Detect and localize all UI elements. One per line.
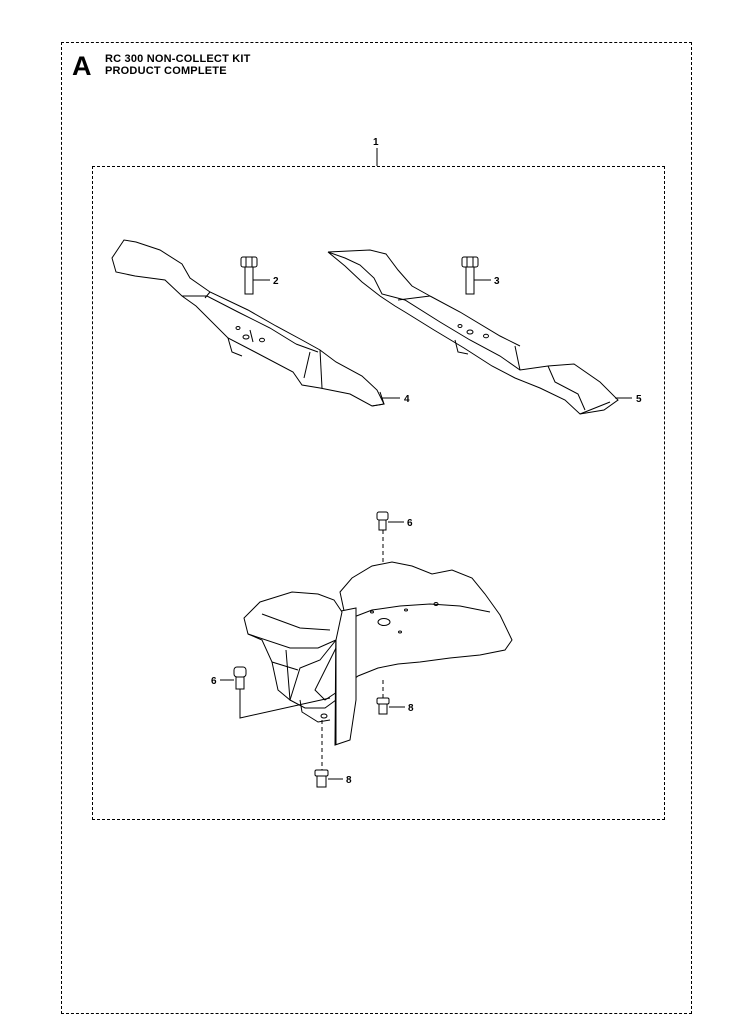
callout-4: 4 bbox=[404, 394, 410, 405]
callout-4-leader: 4 bbox=[382, 394, 410, 405]
bolt-2: 2 bbox=[240, 256, 279, 295]
blade-left bbox=[111, 239, 385, 407]
kit-callout: 1 bbox=[373, 137, 379, 166]
nut-8-bottom: 8 bbox=[314, 769, 352, 788]
callout-5: 5 bbox=[636, 394, 642, 405]
callout-8-right: 8 bbox=[408, 703, 414, 714]
page-frame bbox=[61, 42, 692, 1014]
section-letter: A bbox=[72, 51, 92, 81]
bolt-6-side: 6 bbox=[211, 666, 331, 770]
callout-6-top: 6 bbox=[407, 518, 413, 529]
callout-5-leader: 5 bbox=[615, 394, 642, 405]
callout-6-side: 6 bbox=[211, 676, 217, 687]
title-line-1: RC 300 NON-COLLECT KIT bbox=[105, 53, 251, 65]
callout-3: 3 bbox=[494, 276, 500, 287]
bolt-3: 3 bbox=[461, 256, 500, 295]
deflector-bracket bbox=[243, 561, 513, 746]
callout-1: 1 bbox=[373, 137, 379, 148]
callout-2: 2 bbox=[273, 276, 279, 287]
blade-right bbox=[327, 249, 619, 415]
diagram-title: RC 300 NON-COLLECT KIT PRODUCT COMPLETE bbox=[105, 53, 251, 77]
title-line-2: PRODUCT COMPLETE bbox=[105, 65, 227, 77]
kit-boundary bbox=[92, 166, 665, 820]
callout-8-bottom: 8 bbox=[346, 775, 352, 786]
nut-8-right: 8 bbox=[376, 680, 414, 715]
